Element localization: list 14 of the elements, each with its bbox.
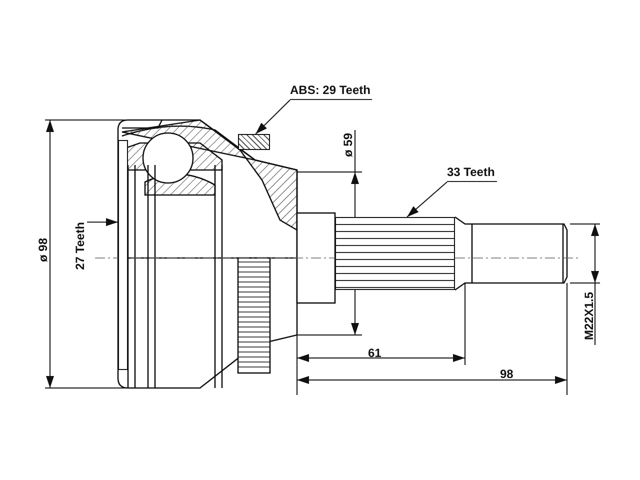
housing-rim (118, 140, 128, 370)
abs-ring (238, 134, 270, 150)
callout-text: 33 Teeth (447, 165, 497, 182)
spline-shaft (335, 217, 455, 290)
callout-text: ABS: 29 Teeth (290, 83, 372, 100)
leader-line (406, 182, 448, 218)
dimension-text: ø 59 (341, 133, 355, 157)
leader-line (255, 100, 290, 134)
leader-line (86, 218, 118, 226)
dimension-text: M22X1.5 (582, 292, 596, 340)
dimension-text: ø 98 (36, 238, 50, 262)
dimension-text: 61 (368, 346, 382, 360)
dimension-text: 98 (500, 367, 514, 381)
callout-text: 27 Teeth (73, 222, 87, 270)
